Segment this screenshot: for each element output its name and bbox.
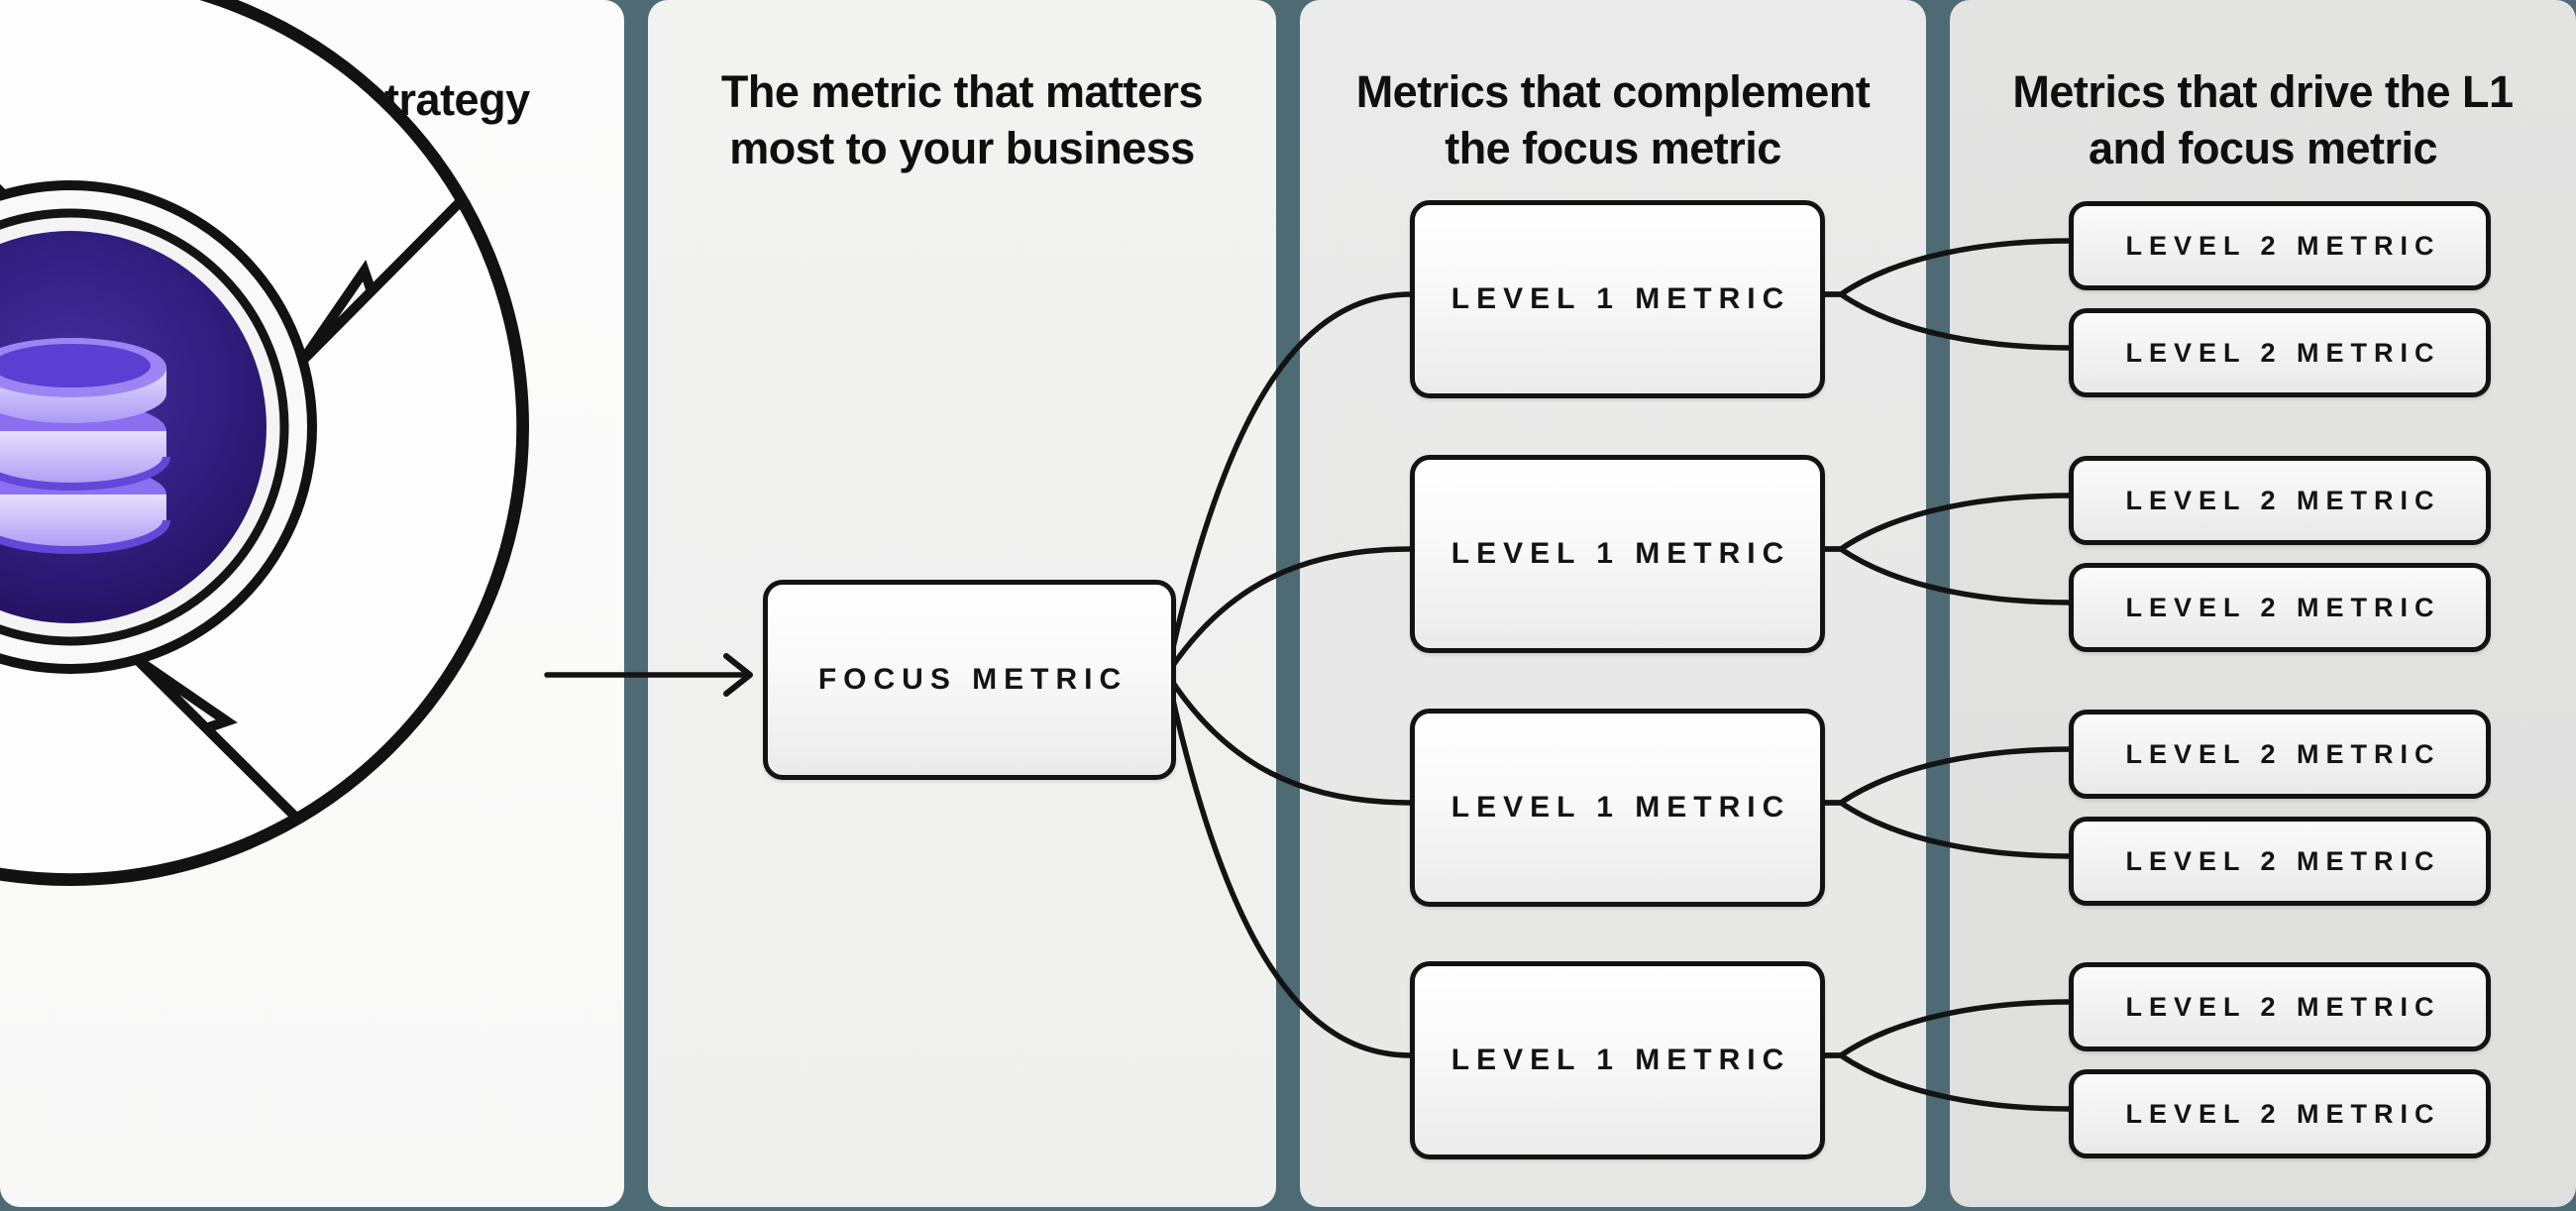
level1-metric-box: LEVEL 1 METRIC	[1410, 709, 1825, 907]
level2-metric-label: LEVEL 2 METRIC	[2125, 1098, 2441, 1129]
flywheel-vanes	[0, 0, 527, 884]
level1-metric-box: LEVEL 1 METRIC	[1410, 200, 1825, 398]
level2-metric-box: LEVEL 2 METRIC	[2069, 563, 2491, 652]
focus-metric-label: FOCUS METRIC	[817, 663, 1128, 696]
level2-metric-box: LEVEL 2 METRIC	[2069, 201, 2491, 290]
level2-metric-label: LEVEL 2 METRIC	[2125, 738, 2441, 769]
growth-flywheel-icon	[0, 0, 529, 886]
level2-metric-label: LEVEL 2 METRIC	[2125, 230, 2441, 261]
level2-metric-box: LEVEL 2 METRIC	[2069, 456, 2491, 545]
level1-metric-box: LEVEL 1 METRIC	[1410, 961, 1825, 1159]
level1-metric-label: LEVEL 1 METRIC	[1450, 537, 1791, 570]
focus-metric-box: FOCUS METRIC	[763, 580, 1176, 780]
level2-metric-label: LEVEL 2 METRIC	[2125, 845, 2441, 876]
level2-metric-box: LEVEL 2 METRIC	[2069, 710, 2491, 799]
level2-metric-label: LEVEL 2 METRIC	[2125, 337, 2441, 368]
level1-metric-label: LEVEL 1 METRIC	[1450, 791, 1791, 824]
panel-title-level2-metrics: Metrics that drive the L1 and focus metr…	[2012, 66, 2514, 173]
level2-metric-box: LEVEL 2 METRIC	[2069, 308, 2491, 397]
panel-title-level1-metrics: Metrics that complement the focus metric	[1355, 66, 1871, 173]
panel-title-focus-metric: The metric that matters most to your bus…	[720, 66, 1204, 173]
level2-metric-label: LEVEL 2 METRIC	[2125, 991, 2441, 1022]
level2-metric-box: LEVEL 2 METRIC	[2069, 1069, 2491, 1158]
level1-metric-box: LEVEL 1 METRIC	[1410, 455, 1825, 653]
database-icon	[0, 338, 170, 554]
level1-metric-label: LEVEL 1 METRIC	[1450, 1044, 1791, 1076]
level2-metric-label: LEVEL 2 METRIC	[2125, 592, 2441, 622]
level2-metric-box: LEVEL 2 METRIC	[2069, 962, 2491, 1051]
level1-metric-label: LEVEL 1 METRIC	[1450, 282, 1791, 315]
level2-metric-label: LEVEL 2 METRIC	[2125, 485, 2441, 515]
level2-metric-box: LEVEL 2 METRIC	[2069, 817, 2491, 906]
